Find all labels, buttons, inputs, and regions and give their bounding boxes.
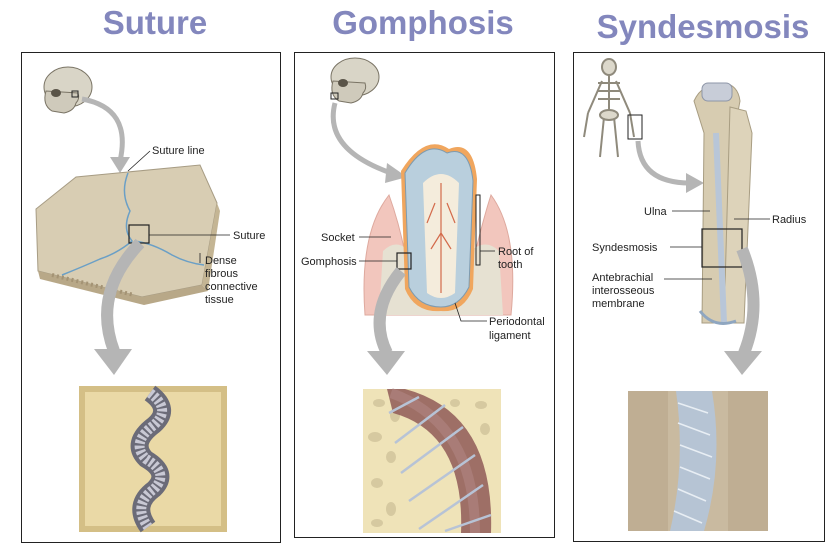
zoom-arrow: [635, 140, 691, 186]
label-perio-2: ligament: [489, 330, 531, 342]
label-ante-2: interosseous: [592, 285, 655, 297]
suture-title: Suture: [102, 4, 208, 41]
zoom-arrow-down: [736, 246, 760, 356]
label-dense-4: tissue: [205, 294, 234, 306]
suture-panel: Suture line Suture Dense fibrous connect…: [21, 52, 281, 543]
label-ulna: Ulna: [644, 206, 668, 218]
skull-icon: [330, 57, 380, 104]
gomphosis-micrograph: [363, 388, 501, 534]
zoom-arrow: [330, 102, 392, 176]
zoom-arrow-down: [373, 267, 406, 356]
syndesmosis-diagram: Ulna Radius Syndesmosis Antebrachial int…: [583, 58, 807, 531]
label-dense-2: fibrous: [205, 268, 239, 280]
bone-slab: [35, 164, 220, 305]
label-suture-line: Suture line: [152, 145, 205, 157]
tooth: [401, 144, 477, 312]
suture-line: [61, 172, 134, 276]
syndesmosis-source-box: [627, 114, 643, 140]
syndesmosis-panel: Ulna Radius Syndesmosis Antebrachial int…: [573, 52, 825, 542]
zoom-arrow: [81, 96, 125, 162]
label-perio-1: Periodontal: [489, 316, 545, 328]
label-radius: Radius: [772, 214, 807, 226]
label-dense-3: connective: [205, 281, 258, 293]
suture-micrograph: [79, 385, 227, 533]
skeleton-icon: [583, 58, 635, 158]
syndesmosis-title: Syndesmosis: [596, 8, 810, 45]
label-root-1: Root of: [498, 246, 534, 258]
zoom-arrow-down: [101, 238, 145, 354]
label-socket: Socket: [321, 232, 355, 244]
syndesmosis-micrograph: [628, 391, 768, 531]
gomphosis-panel: Socket Gomphosis Root of tooth Periodont…: [294, 52, 555, 538]
label-dense-1: Dense: [205, 255, 237, 267]
label-ante-1: Antebrachial: [592, 272, 653, 284]
skull-icon: [43, 66, 93, 114]
label-suture: Suture: [233, 230, 265, 242]
gomphosis-title: Gomphosis: [332, 4, 514, 41]
forearm-bones: [693, 82, 753, 325]
label-root-2: tooth: [498, 259, 522, 271]
gomphosis-zoom-box: [396, 252, 412, 270]
suture-diagram: Suture line Suture Dense fibrous connect…: [35, 66, 265, 533]
label-ante-3: membrane: [592, 298, 645, 310]
label-syndesmosis: Syndesmosis: [592, 242, 658, 254]
gomphosis-diagram: Socket Gomphosis Root of tooth Periodont…: [301, 57, 545, 534]
label-gomphosis: Gomphosis: [301, 256, 357, 268]
syndesmosis-zoom-box: [701, 228, 743, 268]
